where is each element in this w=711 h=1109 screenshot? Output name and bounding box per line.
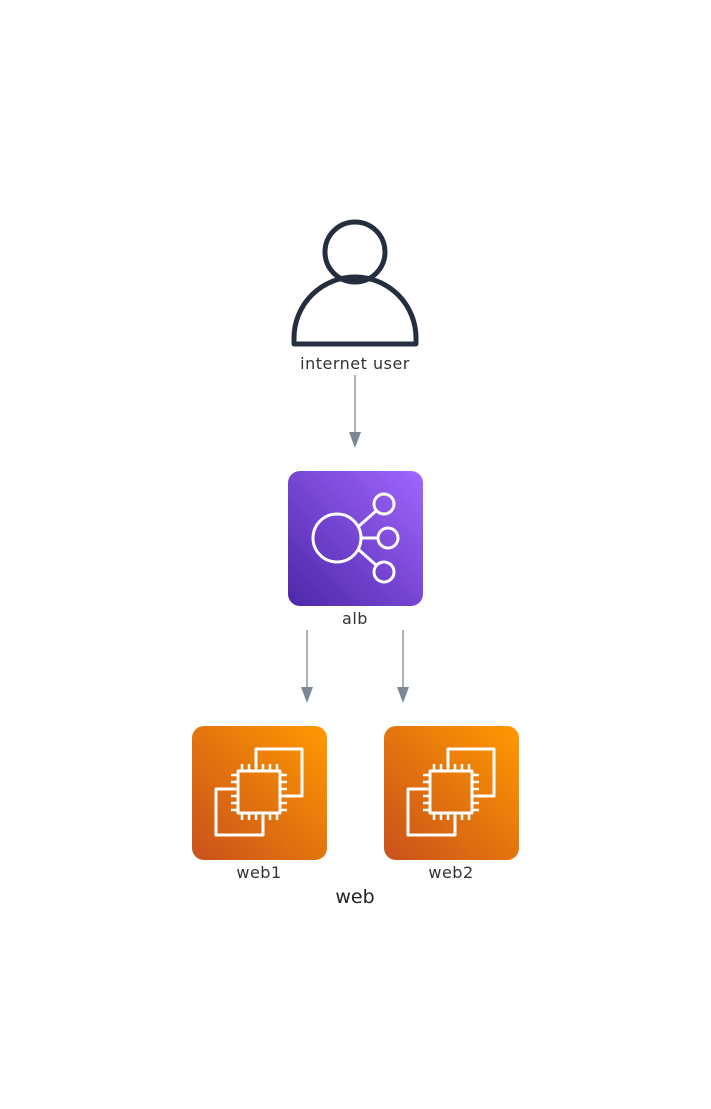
node-label-internet-user: internet user bbox=[300, 354, 410, 373]
ec2-instance-icon-web1[interactable] bbox=[192, 726, 327, 860]
load-balancer-icon[interactable] bbox=[288, 471, 423, 606]
edge-user-to-alb bbox=[349, 375, 361, 448]
node-label-web1: web1 bbox=[236, 863, 282, 882]
group-label-web: web bbox=[335, 886, 375, 908]
edge-alb-to-web1 bbox=[301, 630, 313, 703]
node-label-web2: web2 bbox=[428, 863, 474, 882]
edge-alb-to-web2 bbox=[397, 630, 409, 703]
ec2-instance-icon-web2[interactable] bbox=[384, 726, 519, 860]
user-icon[interactable] bbox=[291, 219, 419, 347]
node-label-alb: alb bbox=[342, 609, 368, 628]
